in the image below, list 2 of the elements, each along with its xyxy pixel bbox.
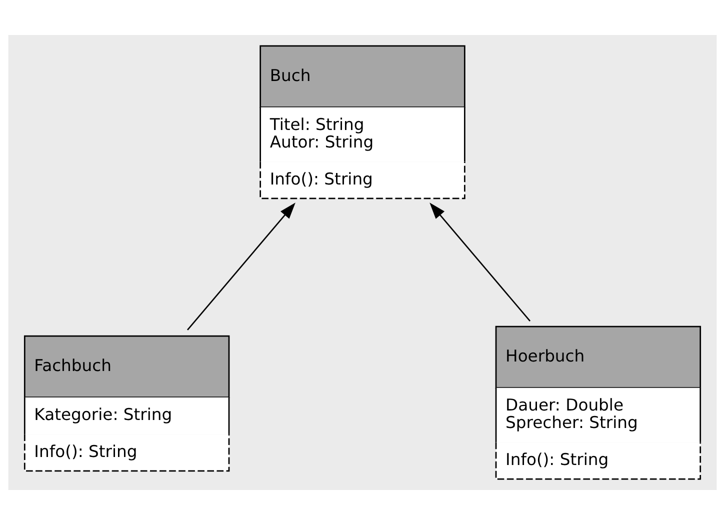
arrow [187, 202, 296, 330]
arrow [430, 202, 531, 321]
